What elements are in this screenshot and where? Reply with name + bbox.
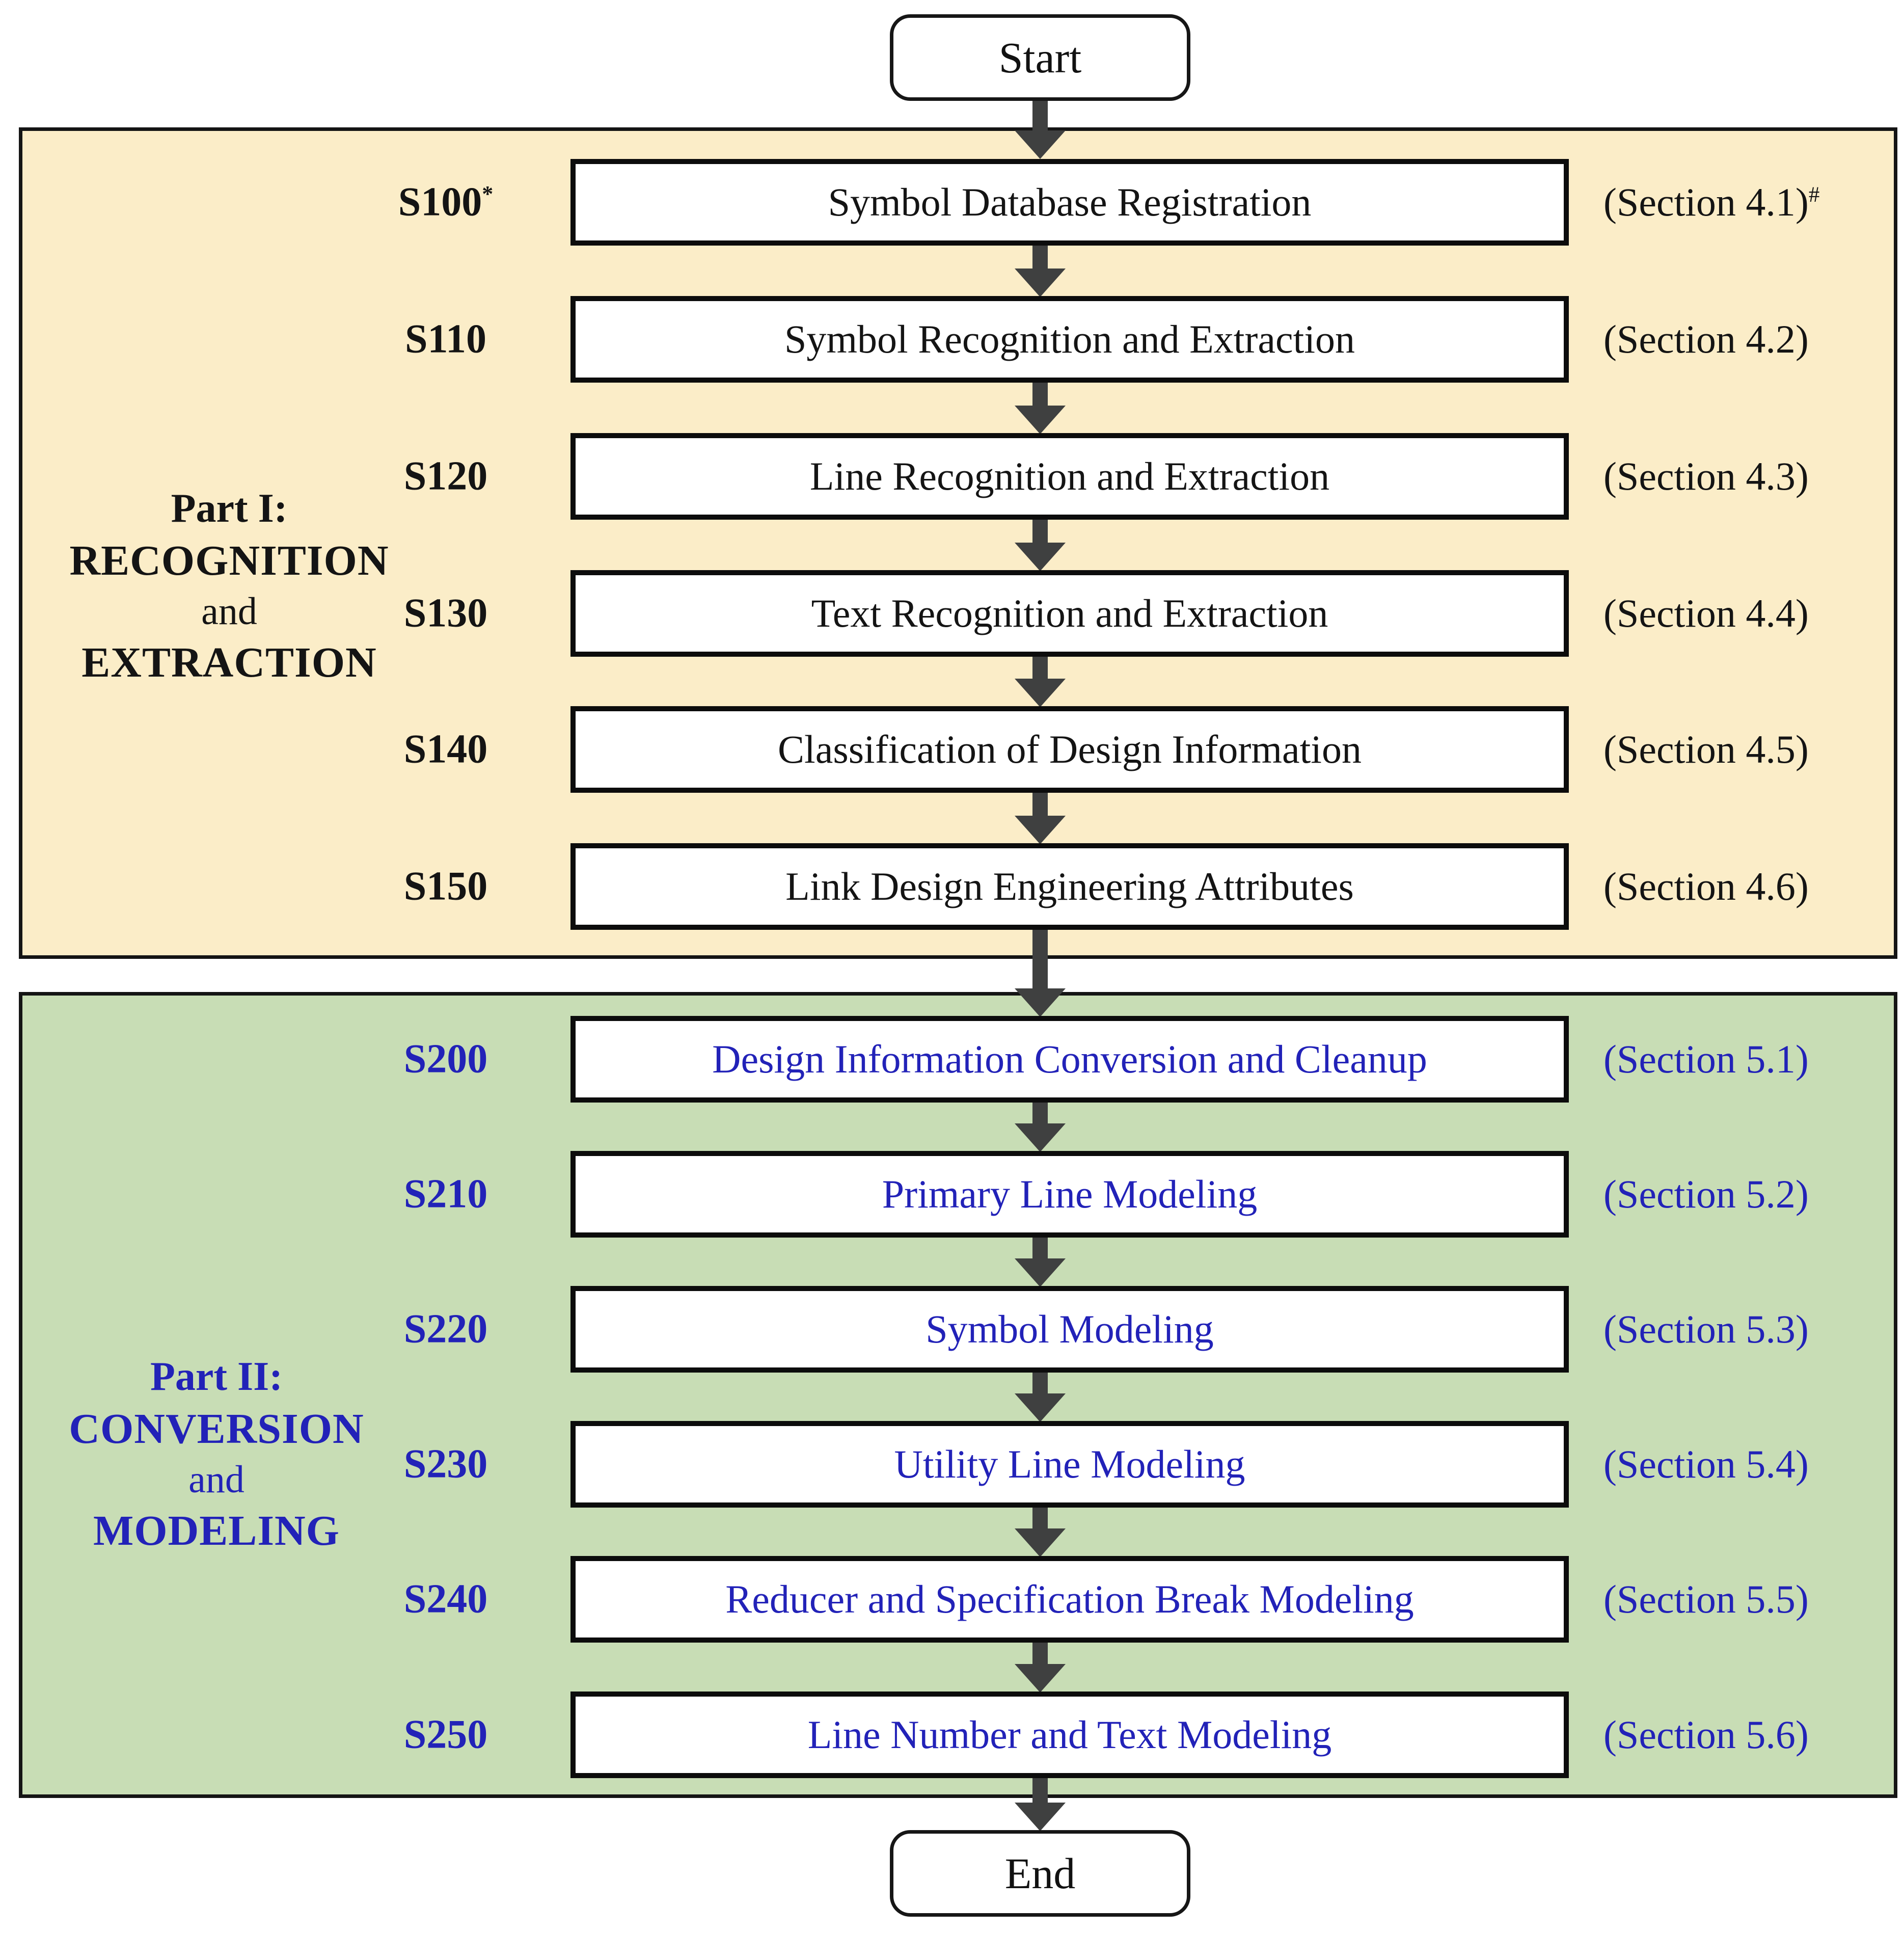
flow-row-s220: S220 Symbol Modeling (Section 5.3) (0, 1286, 1904, 1373)
step-id: S210 (403, 1171, 488, 1217)
step-label: Symbol Modeling (926, 1307, 1214, 1351)
down-arrow-icon (1015, 1237, 1066, 1287)
step-box: Primary Line Modeling (570, 1151, 1569, 1238)
down-arrow-icon (1015, 1372, 1066, 1422)
down-arrow-icon (1015, 792, 1066, 844)
step-label: Utility Line Modeling (894, 1442, 1245, 1486)
part2-title-line4: MODELING (93, 1507, 340, 1554)
step-label: Link Design Engineering Attributes (785, 864, 1354, 908)
part2-title-line3: and (188, 1458, 244, 1501)
step-box: Reducer and Specification Break Modeling (570, 1556, 1569, 1643)
down-arrow-icon (1015, 1777, 1066, 1831)
section-ref: (Section 4.6) (1603, 864, 1809, 908)
part1-title-line1: Part I: (171, 486, 288, 531)
step-label: Line Number and Text Modeling (807, 1712, 1332, 1757)
section-ref-superscript: # (1808, 183, 1820, 207)
down-arrow-icon (1015, 1102, 1066, 1152)
step-box: Symbol Modeling (570, 1286, 1569, 1373)
down-arrow-icon (1015, 100, 1066, 159)
flow-row-s100: S100* Symbol Database Registration (Sect… (0, 159, 1904, 246)
part2-title-line1: Part II: (150, 1354, 283, 1399)
step-label: Symbol Database Registration (828, 180, 1312, 224)
part1-title: Part I: RECOGNITION and EXTRACTION (41, 483, 418, 689)
step-box: Classification of Design Information (570, 706, 1569, 793)
step-label: Design Information Conversion and Cleanu… (712, 1037, 1427, 1081)
step-id: S120 (403, 453, 488, 499)
step-id: S130 (403, 590, 488, 636)
step-id: S150 (403, 864, 488, 909)
down-arrow-icon (1015, 519, 1066, 571)
part2-title: Part II: CONVERSION and MODELING (28, 1351, 405, 1558)
step-label: Reducer and Specification Break Modeling (725, 1577, 1414, 1621)
flow-row-s250: S250 Line Number and Text Modeling (Sect… (0, 1692, 1904, 1778)
flow-row-s230: S230 Utility Line Modeling (Section 5.4) (0, 1421, 1904, 1508)
section-ref: (Section 5.3) (1603, 1307, 1809, 1351)
step-id: S140 (403, 727, 488, 772)
step-id: S220 (403, 1306, 488, 1352)
flow-row-s240: S240 Reducer and Specification Break Mod… (0, 1556, 1904, 1643)
step-label: Text Recognition and Extraction (811, 591, 1328, 635)
flow-row-s200: S200 Design Information Conversion and C… (0, 1016, 1904, 1103)
section-ref: (Section 4.2) (1603, 317, 1809, 361)
step-label: Symbol Recognition and Extraction (784, 317, 1355, 361)
step-box: Symbol Recognition and Extraction (570, 296, 1569, 383)
section-ref: (Section 5.6) (1603, 1712, 1809, 1757)
step-box: Design Information Conversion and Cleanu… (570, 1016, 1569, 1103)
down-arrow-icon (1015, 929, 1066, 1017)
part1-title-line3: and (201, 590, 257, 633)
step-box: Link Design Engineering Attributes (570, 843, 1569, 930)
step-box: Symbol Database Registration (570, 159, 1569, 246)
step-id: S110 (404, 316, 487, 362)
step-id: S240 (403, 1576, 488, 1622)
step-box: Line Recognition and Extraction (570, 433, 1569, 520)
down-arrow-icon (1015, 1642, 1066, 1693)
section-ref: (Section 5.4) (1603, 1442, 1809, 1486)
down-arrow-icon (1015, 656, 1066, 707)
step-id: S100* (398, 179, 494, 225)
end-terminal: End (890, 1830, 1190, 1917)
step-box: Line Number and Text Modeling (570, 1692, 1569, 1778)
section-ref: (Section 4.3) (1603, 454, 1809, 498)
down-arrow-icon (1015, 1507, 1066, 1557)
start-terminal: Start (890, 14, 1190, 101)
down-arrow-icon (1015, 245, 1066, 297)
down-arrow-icon (1015, 382, 1066, 434)
flow-row-s110: S110 Symbol Recognition and Extraction (… (0, 296, 1904, 383)
step-box: Utility Line Modeling (570, 1421, 1569, 1508)
section-ref: (Section 5.1) (1603, 1037, 1809, 1081)
step-box: Text Recognition and Extraction (570, 570, 1569, 657)
section-ref: (Section 5.2) (1603, 1172, 1809, 1216)
step-label: Line Recognition and Extraction (809, 454, 1330, 498)
section-ref: (Section 5.5) (1603, 1577, 1809, 1621)
section-ref: (Section 4.5) (1603, 727, 1809, 771)
part1-panel (19, 127, 1897, 959)
flow-row-s210: S210 Primary Line Modeling (Section 5.2) (0, 1151, 1904, 1238)
part2-panel (19, 992, 1897, 1798)
part1-title-line2: RECOGNITION (69, 537, 389, 584)
step-label: Classification of Design Information (778, 727, 1362, 771)
step-id: S250 (403, 1712, 488, 1757)
step-id: S230 (403, 1441, 488, 1487)
flow-row-s150: S150 Link Design Engineering Attributes … (0, 843, 1904, 930)
section-ref: (Section 4.1)# (1603, 180, 1820, 224)
part2-title-line2: CONVERSION (69, 1405, 364, 1453)
part1-title-line4: EXTRACTION (81, 639, 377, 686)
flow-row-s120: S120 Line Recognition and Extraction (Se… (0, 433, 1904, 520)
step-label: Primary Line Modeling (882, 1172, 1258, 1216)
section-ref: (Section 4.4) (1603, 591, 1809, 635)
flow-row-s130: S130 Text Recognition and Extraction (Se… (0, 570, 1904, 657)
step-id-superscript: * (482, 181, 494, 206)
flow-row-s140: S140 Classification of Design Informatio… (0, 706, 1904, 793)
step-id: S200 (403, 1036, 488, 1082)
